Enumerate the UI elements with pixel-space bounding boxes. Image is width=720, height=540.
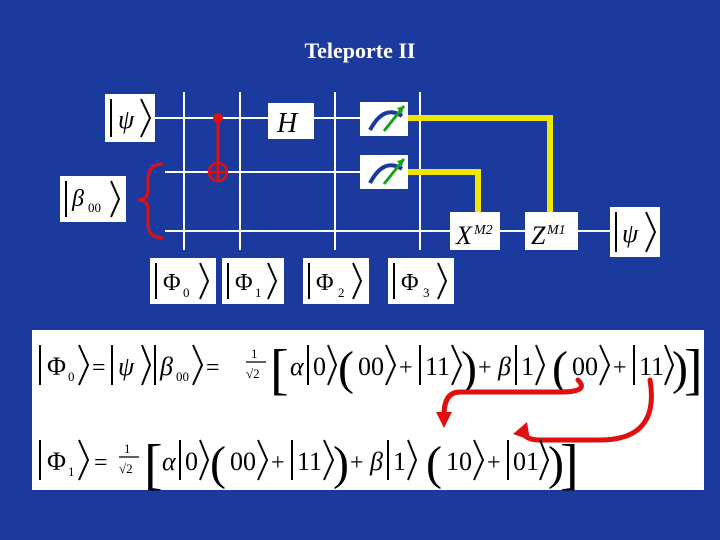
eq1-rparen-2: )	[672, 342, 688, 395]
eq1-beta2: β	[497, 352, 511, 381]
eq2-k00: 00	[230, 447, 256, 476]
input-psi-label: ψ	[118, 105, 135, 134]
equation-2: Φ 1 = 1 √2 [ α 0 ( 00 + 11 ) + β 1 ( 10 …	[39, 434, 579, 496]
cnot-control-dot	[213, 113, 223, 123]
eq2-ket0: 0	[185, 447, 198, 476]
state-phi2-symbol: Φ	[316, 270, 334, 296]
eq1-k11-b: 11	[639, 352, 664, 381]
eq2-beta2: β	[369, 447, 383, 476]
eq2-plus-2: +	[350, 450, 364, 476]
eq1-lparen-2: (	[552, 342, 568, 395]
entangled-pair-brace	[137, 162, 164, 240]
eq1-rparen-1: )	[461, 342, 477, 395]
z-gate-label: Z	[531, 221, 546, 250]
eq2-phi-sub: 1	[68, 464, 75, 479]
meter-2-needle-tip	[397, 159, 404, 167]
input-beta-box	[60, 176, 126, 222]
classical-wire-m1	[408, 115, 553, 212]
eq2-rparen-2: )	[548, 437, 564, 490]
eq2-k11: 11	[297, 447, 322, 476]
meter-1-needle-tip	[397, 106, 404, 114]
eq2-plus-1: +	[271, 450, 285, 476]
eq1-ket0: 0	[313, 352, 326, 381]
state-phi1-symbol: Φ	[235, 270, 253, 296]
eq1-equals-2: =	[206, 355, 220, 381]
eq2-plus-3: +	[487, 450, 501, 476]
eq1-frac-num: 1	[251, 346, 258, 361]
slide-title: Teleporte II	[304, 38, 416, 63]
eq2-phi: Φ	[47, 447, 66, 476]
input-psi-box	[105, 94, 155, 142]
eq1-k00: 00	[358, 352, 384, 381]
eq2-alpha: α	[162, 447, 177, 476]
eq1-psi: ψ	[118, 352, 135, 381]
input-beta-ket: β 00	[65, 180, 121, 218]
input-beta-sub: 00	[88, 200, 101, 215]
eq1-plus-3: +	[613, 355, 627, 381]
eq2-k10: 10	[446, 447, 472, 476]
equation-1: Φ 0 = ψ β 00 = 1 √2 [ α 0 ( 00 + 11 ) + …	[39, 339, 703, 401]
eq2-k01: 01	[513, 447, 539, 476]
state-phi3: Φ 3	[388, 258, 454, 304]
input-psi-ket: ψ	[110, 98, 152, 138]
eq2-lbracket: [	[144, 434, 163, 496]
state-phi0: Φ 0	[150, 258, 216, 304]
eq2-rbracket: ]	[560, 434, 579, 496]
equation-panel	[32, 330, 704, 490]
hadamard-label: H	[276, 108, 299, 139]
state-phi1: Φ 1	[222, 258, 284, 304]
input-beta-label: β	[71, 186, 84, 212]
eq2-frac-den: √2	[119, 461, 133, 476]
state-phi2: Φ 2	[303, 258, 369, 304]
output-psi-ket: ψ	[615, 211, 657, 253]
state-phi1-sub: 1	[255, 285, 262, 300]
output-psi-label: ψ	[622, 219, 639, 248]
eq1-beta: β	[159, 352, 173, 381]
eq2-frac-num: 1	[124, 441, 131, 456]
hadamard-gate	[268, 103, 314, 139]
state-phi0-sub: 0	[183, 285, 190, 300]
z-gate	[525, 212, 578, 250]
swap-arrow-left-head	[436, 412, 452, 428]
x-gate-sup: M2	[473, 223, 493, 238]
eq1-lbracket: [	[270, 339, 289, 401]
eq1-k11: 11	[425, 352, 450, 381]
eq2-rparen-1: )	[333, 437, 349, 490]
eq1-frac-den: √2	[246, 366, 260, 381]
x-gate	[450, 212, 500, 250]
eq1-phi-sub: 0	[68, 369, 75, 384]
eq1-beta-sub: 00	[176, 369, 189, 384]
x-gate-label: X	[455, 221, 473, 250]
output-psi-box	[610, 207, 660, 257]
eq1-phi: Φ	[47, 352, 66, 381]
swap-arrow-left	[441, 377, 584, 418]
eq1-lparen-1: (	[338, 342, 354, 395]
eq2-ket1: 1	[393, 447, 406, 476]
state-phi0-symbol: Φ	[163, 270, 181, 296]
eq1-k00-b: 00	[572, 352, 598, 381]
eq1-plus-2: +	[478, 355, 492, 381]
eq2-equals: =	[94, 450, 108, 476]
state-phi3-sub: 3	[423, 285, 430, 300]
eq2-lparen-2: (	[426, 437, 442, 490]
classical-wire-m2	[408, 169, 481, 212]
eq1-rbracket: ]	[684, 339, 703, 401]
eq1-alpha: α	[290, 352, 305, 381]
state-phi2-sub: 2	[338, 285, 345, 300]
state-phi3-symbol: Φ	[401, 270, 419, 296]
z-gate-sup: M1	[546, 223, 566, 238]
eq2-lparen-1: (	[210, 437, 226, 490]
swap-arrow-right-head	[513, 422, 530, 440]
eq1-plus-1: +	[399, 355, 413, 381]
eq1-equals: =	[92, 355, 106, 381]
eq1-ket1: 1	[521, 352, 534, 381]
